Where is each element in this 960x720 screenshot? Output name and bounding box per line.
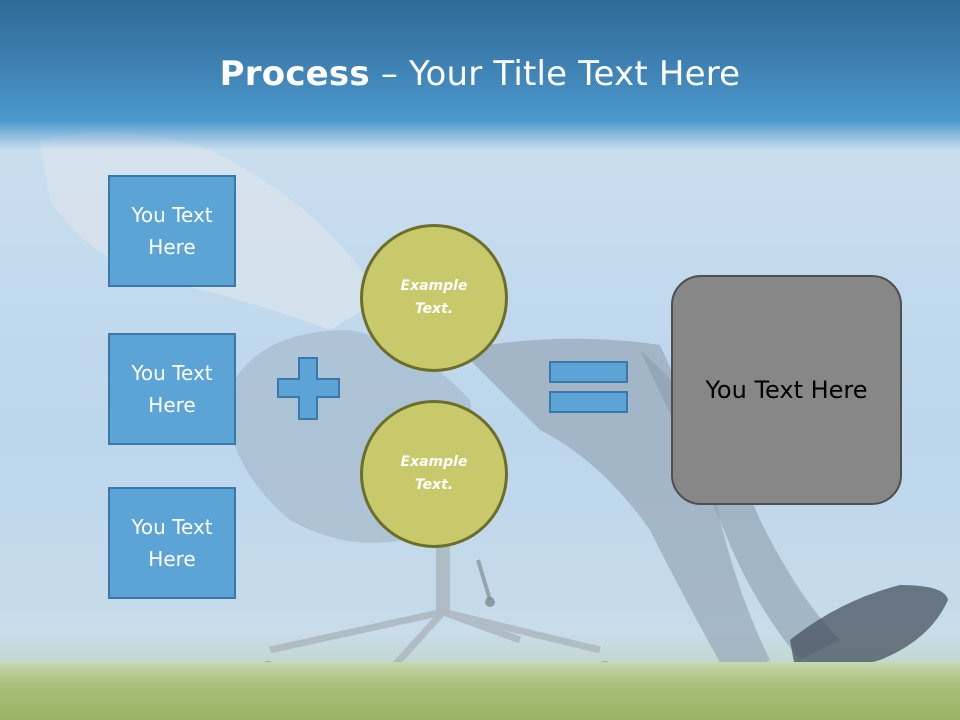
input-box-1-line1: You Text <box>131 203 213 227</box>
equals-icon <box>549 361 628 413</box>
example-circle-1-line1: Example <box>400 278 468 294</box>
title-bold: Process <box>219 54 370 94</box>
result-label: You Text Here <box>705 376 868 404</box>
result-box[interactable]: You Text Here <box>671 275 902 505</box>
grass-strip <box>0 662 960 720</box>
example-circle-2-line2: Text. <box>414 477 454 493</box>
example-circle-1-line2: Text. <box>414 301 454 317</box>
input-box-3[interactable]: You Text Here <box>108 487 236 599</box>
input-box-2-line1: You Text <box>131 361 213 385</box>
input-box-1-line2: Here <box>148 235 196 259</box>
example-circle-1[interactable]: Example Text. <box>360 224 508 372</box>
input-box-1[interactable]: You Text Here <box>108 175 236 287</box>
input-box-2[interactable]: You Text Here <box>108 333 236 445</box>
plus-icon <box>277 357 340 420</box>
input-box-2-line2: Here <box>148 393 196 417</box>
input-box-3-line1: You Text <box>131 515 213 539</box>
example-circle-2[interactable]: Example Text. <box>360 400 508 548</box>
slide-title: Process – Your Title Text Here <box>0 54 960 94</box>
title-rest: – Your Title Text Here <box>380 54 741 94</box>
example-circle-2-line1: Example <box>400 454 468 470</box>
input-box-3-line2: Here <box>148 547 196 571</box>
slide-header <box>0 0 960 150</box>
